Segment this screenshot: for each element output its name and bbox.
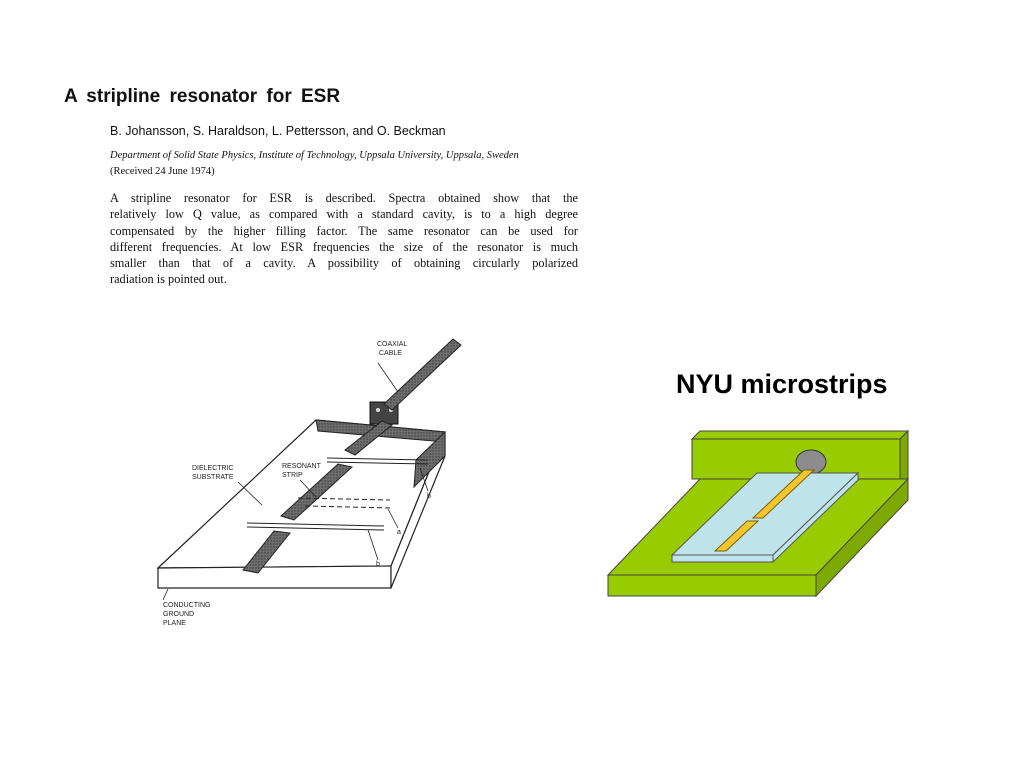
label-conducting: CONDUCTING (163, 602, 210, 609)
label-a: a (397, 529, 401, 536)
microstrip-title: NYU microstrips (676, 369, 888, 399)
abstract-line: radiation is pointed out. (110, 272, 227, 287)
ground-plate-front (607, 574, 817, 597)
microstrip-illustration (606, 429, 910, 598)
stripline-resonator-figure: COAXIAL CABLE RESONANT STRIP DIELECTRIC … (156, 338, 462, 627)
paper-abstract: A stripline resonator for ESR is describ… (110, 190, 578, 288)
paper-received: (Received 24 June 1974) (110, 166, 215, 177)
abstract-line: A stripline resonator for ESR is describ… (110, 191, 578, 205)
label-coaxial: COAXIAL (377, 341, 407, 348)
abstract-line: relatively low Q value, as compared with… (110, 207, 578, 222)
resonant-strip-main (280, 463, 354, 521)
label-dielectric: DIELECTRIC (192, 465, 234, 472)
label-ground: GROUND (163, 611, 194, 618)
paper-affiliation: Department of Solid State Physics, Insti… (110, 150, 519, 161)
label-strip: STRIP (282, 472, 303, 479)
paper-title: A stripline resonator for ESR (64, 86, 341, 107)
paper-authors: B. Johansson, S. Haraldson, L. Pettersso… (110, 124, 446, 138)
label-resonant: RESONANT (282, 463, 322, 470)
abstract-line: compensated by the higher filling factor… (110, 223, 578, 238)
label-plane: PLANE (163, 620, 186, 627)
substrate-front-face (157, 565, 392, 589)
label-b-upper: b (427, 493, 431, 500)
label-cable: CABLE (379, 350, 402, 357)
abstract-line: different frequencies. At low ESR freque… (110, 239, 578, 254)
resonant-strip-lower (242, 530, 291, 574)
label-substrate: SUBSTRATE (192, 474, 234, 481)
abstract-line: smaller than that of a cavity. A possibi… (110, 256, 578, 271)
ground-plate-side (815, 477, 909, 598)
ground-back-wall-top (690, 430, 910, 440)
label-b-lower: b (376, 561, 380, 568)
microstrip-lower (713, 520, 760, 552)
resonant-strip-upper (344, 420, 393, 456)
microstrip-upper (751, 469, 816, 519)
substrate-side (772, 471, 859, 564)
substrate-front (671, 554, 774, 563)
coaxial-cable (383, 338, 462, 411)
